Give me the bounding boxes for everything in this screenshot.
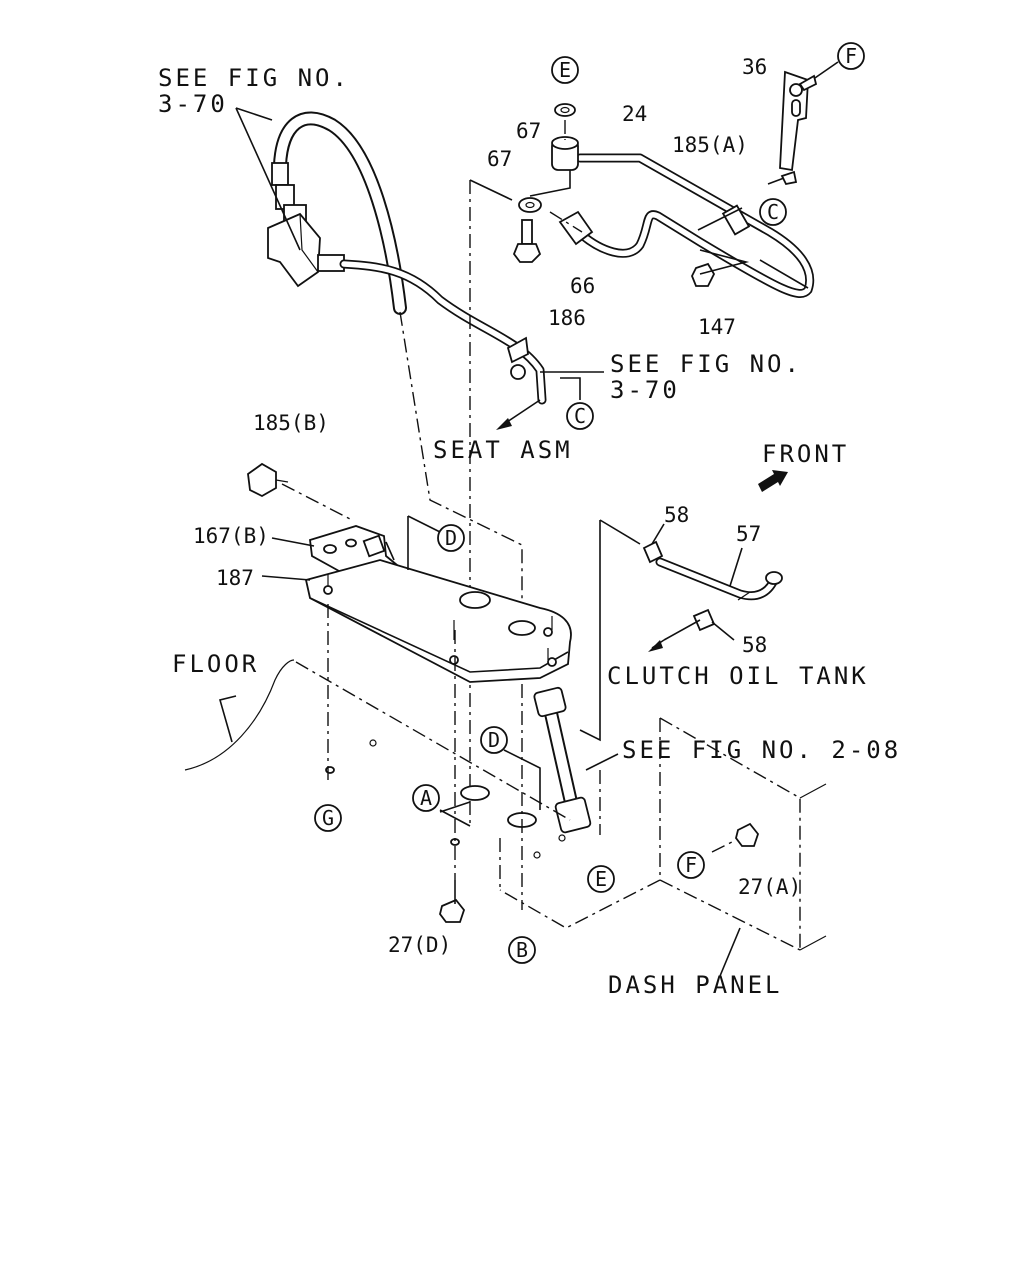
svg-text:C: C	[574, 404, 586, 428]
see-fig-top-left-line1: SEE FIG NO.	[158, 64, 350, 92]
floor-outline	[184, 659, 295, 771]
part-186: 186	[548, 306, 586, 330]
svg-text:C: C	[767, 200, 779, 224]
part-185b: 185(B)	[253, 411, 329, 435]
right-pipe-assembly	[512, 61, 839, 298]
part-24: 24	[622, 102, 647, 126]
arrows	[496, 371, 788, 652]
front-arrow-icon	[758, 470, 788, 492]
part-58-upper: 58	[664, 503, 689, 527]
svg-text:G: G	[322, 806, 334, 830]
svg-text:E: E	[559, 58, 571, 82]
svg-text:E: E	[595, 867, 607, 891]
clutch-oil-tank-label: CLUTCH OIL TANK	[607, 662, 869, 690]
part-167b: 167(B)	[193, 524, 269, 548]
part-36: 36	[742, 55, 767, 79]
hose-to-plate-line	[399, 311, 523, 622]
see-fig-mid-line2: 3-70	[610, 376, 680, 404]
see-fig-top-left-line2: 3-70	[158, 90, 228, 118]
svg-text:D: D	[445, 526, 457, 550]
connection-markers: E F C C D D A G	[314, 42, 865, 964]
marker-d-lower: D	[480, 726, 508, 754]
marker-c-mid: C	[566, 402, 594, 430]
svg-text:A: A	[420, 786, 432, 810]
marker-f-top: F	[837, 42, 865, 70]
part-67-lower: 67	[487, 147, 512, 171]
plate-assembly	[247, 462, 572, 683]
see-fig-208: SEE FIG NO. 2-08	[622, 736, 901, 764]
front-label: FRONT	[762, 440, 849, 468]
svg-text:F: F	[685, 853, 697, 877]
part-27a: 27(A)	[738, 875, 801, 899]
part-number-labels: 36 24 185(A) 67 67 66 147 186 185(B) 167…	[193, 55, 801, 957]
part-147: 147	[698, 315, 736, 339]
svg-text:F: F	[845, 44, 857, 68]
marker-e-bottom: E	[587, 865, 615, 893]
marker-e-top: E	[551, 56, 579, 84]
marker-a: A	[412, 784, 440, 812]
dash-panel-label: DASH PANEL	[608, 971, 783, 999]
part-66: 66	[570, 274, 595, 298]
part-58-lower: 58	[742, 633, 767, 657]
part-187: 187	[216, 566, 254, 590]
part-57: 57	[736, 522, 761, 546]
marker-g: G	[314, 804, 342, 832]
lower-hose-assembly	[325, 686, 760, 923]
seat-asm-label: SEAT ASM	[433, 436, 573, 464]
marker-d-plate: D	[437, 524, 465, 552]
floor-label: FLOOR	[172, 650, 259, 678]
svg-text:B: B	[516, 938, 528, 962]
floor-dashed-edge	[295, 661, 571, 821]
left-hose-assembly	[235, 107, 547, 405]
see-fig-mid-line1: SEE FIG NO.	[610, 350, 802, 378]
clutch-hose-assembly	[642, 523, 783, 641]
svg-text:D: D	[488, 728, 500, 752]
marker-c-right: C	[759, 198, 787, 226]
part-185a: 185(A)	[672, 133, 748, 157]
marker-b: B	[508, 936, 536, 964]
callout-labels: SEAT ASM FRONT CLUTCH OIL TANK FLOOR DAS…	[172, 436, 869, 999]
part-27d: 27(D)	[388, 933, 451, 957]
part-67-upper: 67	[516, 119, 541, 143]
marker-f-bottom: F	[677, 851, 705, 879]
reference-labels: SEE FIG NO. 3-70 SEE FIG NO. 3-70 SEE FI…	[158, 64, 901, 764]
